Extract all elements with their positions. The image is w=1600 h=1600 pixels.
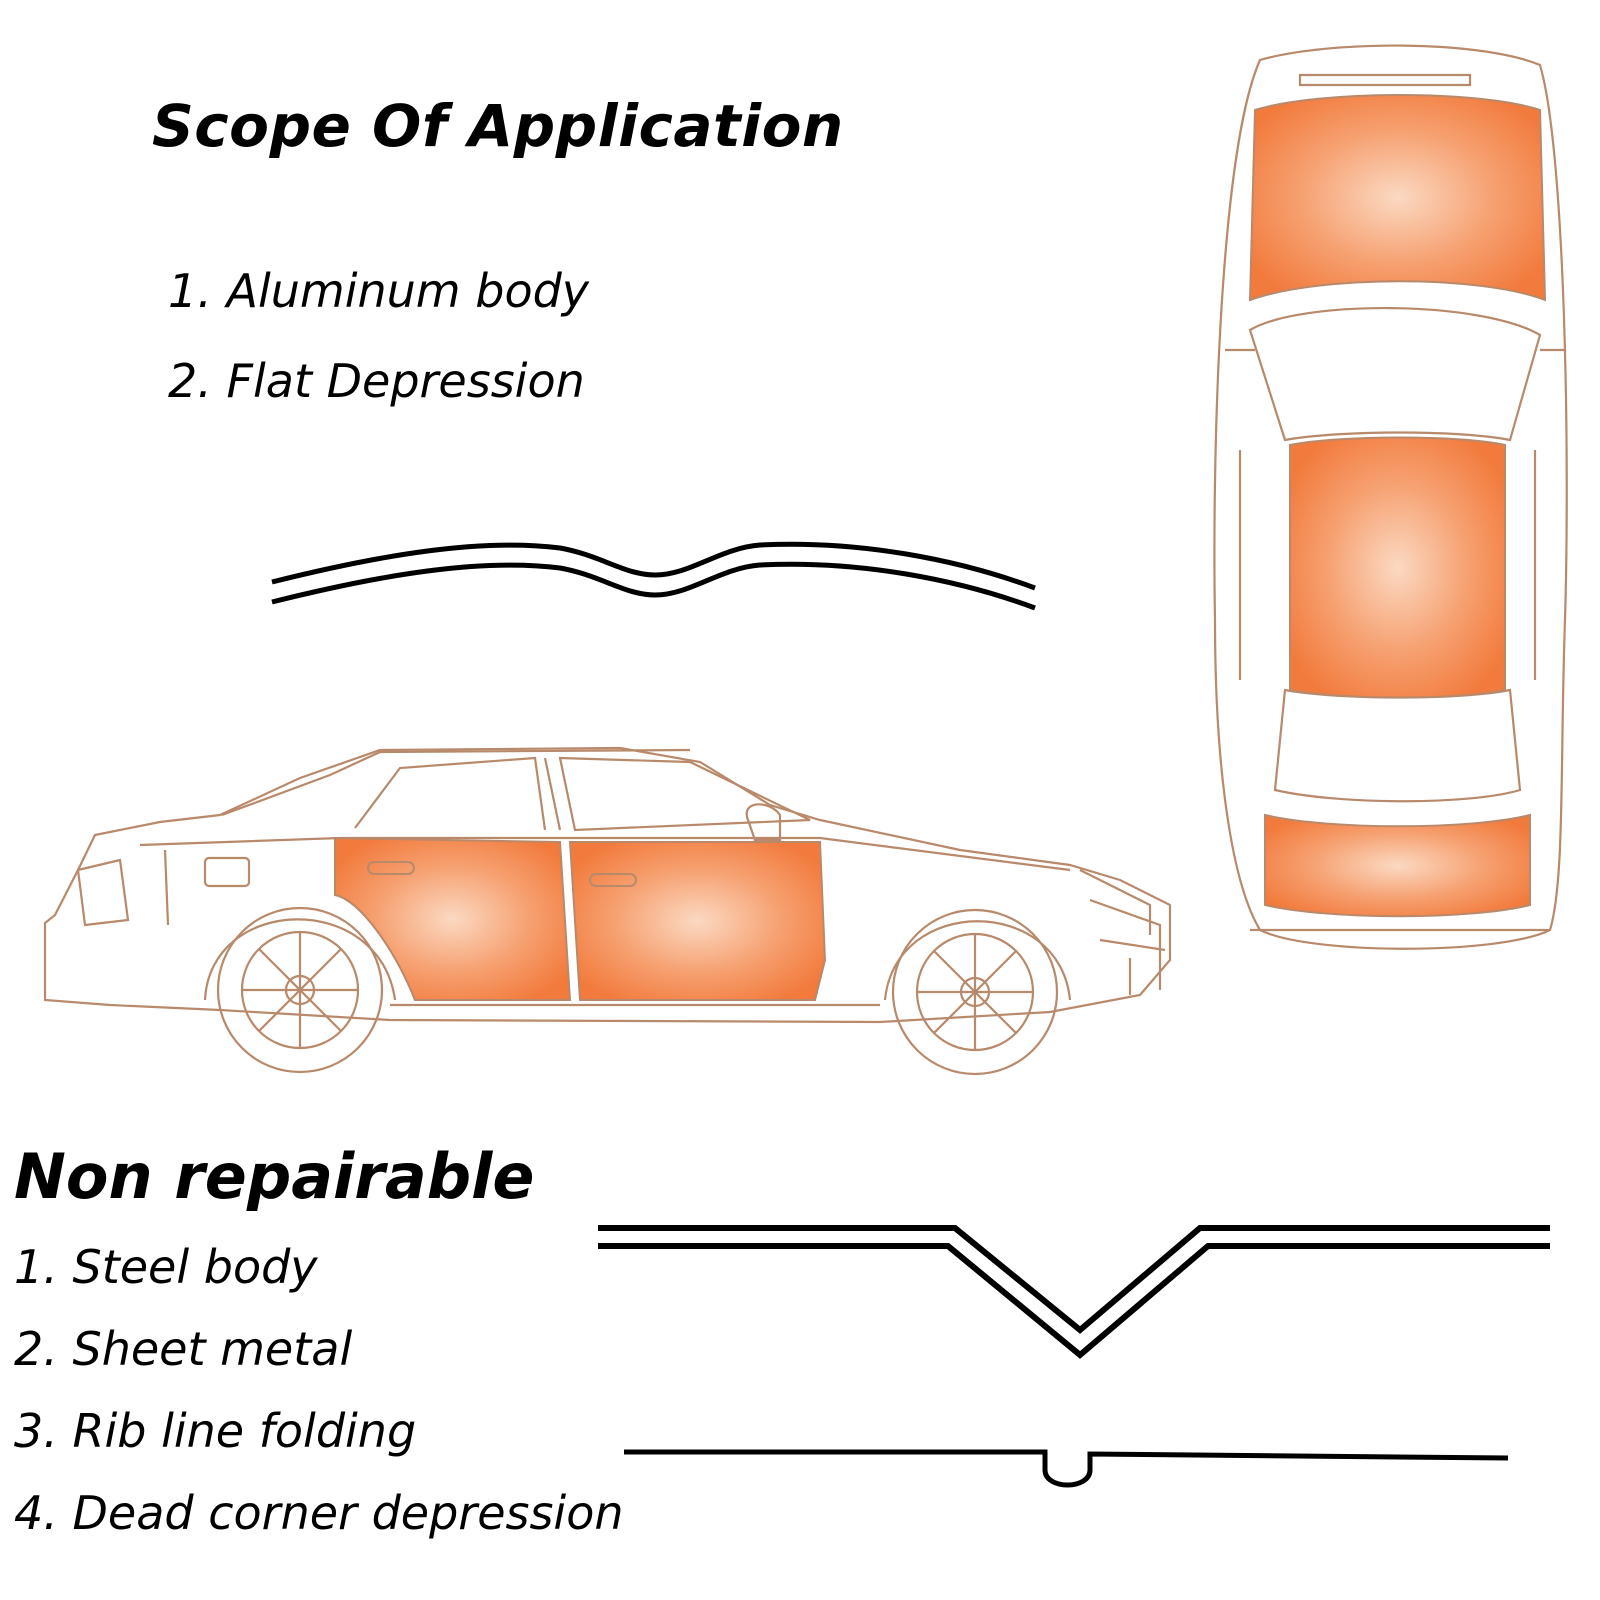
non-repairable-item-sheet-metal: 2. Sheet metal	[14, 1322, 353, 1376]
scope-item-aluminum-body: 1. Aluminum body	[168, 264, 590, 318]
car-top-view	[1213, 44, 1568, 950]
flat-depression-profile	[271, 541, 1036, 611]
non-repairable-title: Non repairable	[14, 1140, 535, 1213]
car-top-view-panels	[1248, 94, 1547, 918]
scope-item-flat-depression: 2. Flat Depression	[168, 354, 585, 408]
v-fold-profile	[598, 1225, 1550, 1359]
non-repairable-item-dead-corner-depression: 4. Dead corner depression	[14, 1486, 624, 1540]
car-side-view	[43, 746, 1172, 1076]
scope-title: Scope Of Application	[152, 92, 844, 160]
non-repairable-item-rib-line-folding: 3. Rib line folding	[14, 1404, 417, 1458]
rib-fold-profile	[624, 1449, 1509, 1488]
non-repairable-item-steel-body: 1. Steel body	[14, 1240, 318, 1294]
car-side-door-panels	[334, 836, 827, 1001]
